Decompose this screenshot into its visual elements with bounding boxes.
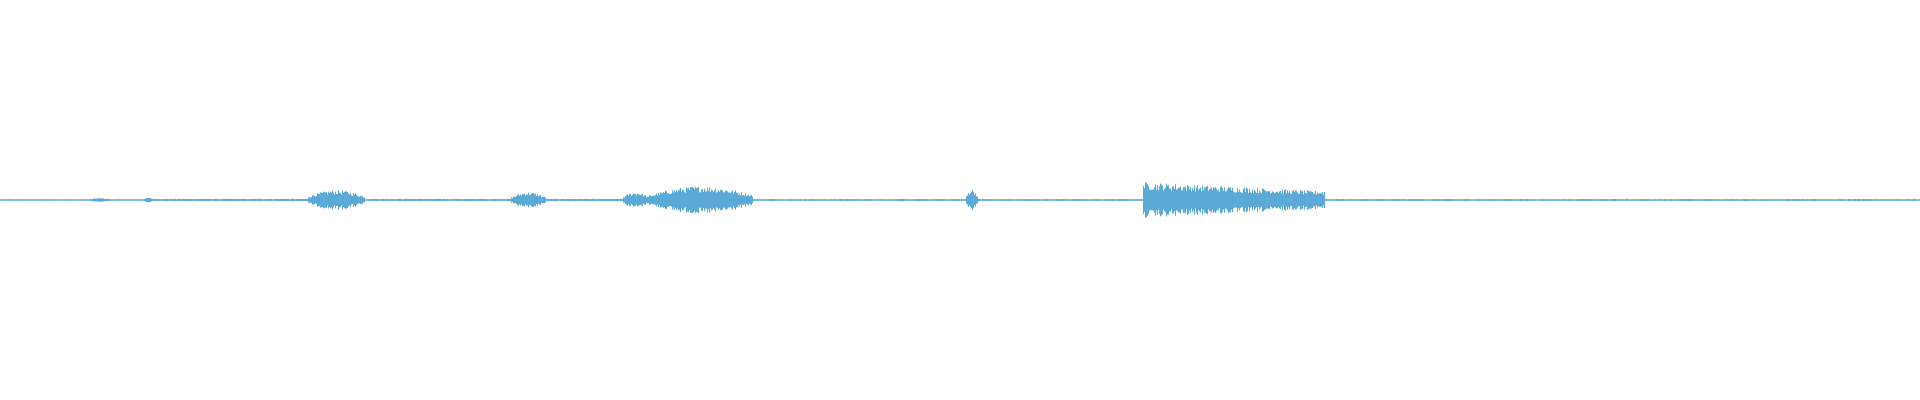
waveform-bars xyxy=(0,182,1920,218)
